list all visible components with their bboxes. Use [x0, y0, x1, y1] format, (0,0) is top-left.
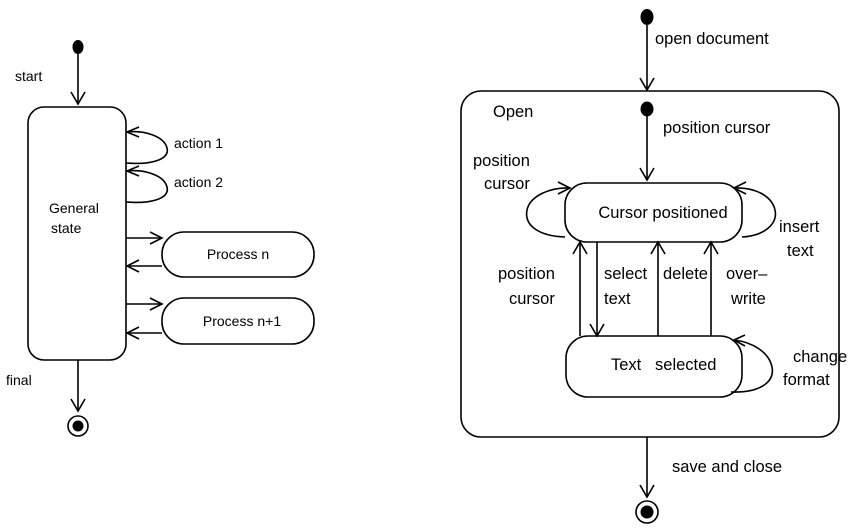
- action2-label: action 2: [174, 174, 223, 190]
- overwrite-label-line1: over–: [726, 265, 768, 283]
- left-diagram: start General state action 1 action 2 Pr…: [6, 40, 315, 437]
- overwrite-label-line2: write: [730, 290, 766, 308]
- from-process-n1-arrow: [125, 326, 162, 340]
- open-document-label: open document: [655, 30, 769, 48]
- general-state-label-line1: General: [49, 200, 99, 216]
- pos-cursor2-label-line2: cursor: [509, 290, 555, 308]
- open-state-label: Open: [493, 103, 533, 121]
- from-process-n-arrow: [125, 259, 162, 273]
- to-process-n-arrow: [126, 231, 164, 245]
- start-label: start: [15, 68, 42, 84]
- left-start-transition: [70, 54, 86, 106]
- select-text-down-transition: [589, 242, 605, 338]
- delete-up-transition: [650, 240, 666, 336]
- change-format-label-line2: format: [783, 371, 830, 389]
- right-final-state: [635, 500, 659, 524]
- cursor-positioned-box: [564, 182, 743, 243]
- process-n-label: Process n: [207, 246, 269, 262]
- cursor-positioned-label: Cursor positioned: [598, 204, 727, 222]
- action2-self-loop: [124, 165, 168, 204]
- insert-text-self-loop: [732, 181, 777, 238]
- general-state-label-line2: state: [51, 220, 82, 236]
- pos-cursor2-label-line1: position: [498, 265, 555, 283]
- action1-self-loop: [124, 126, 168, 165]
- left-final-state: [67, 415, 89, 437]
- text-selected-label: Text selected: [611, 356, 716, 374]
- position-cursor-up-transition: [572, 240, 588, 336]
- position-cursor-initial-transition: [639, 116, 655, 182]
- change-format-label-line1: change: [793, 348, 847, 366]
- open-document-transition: [639, 25, 655, 92]
- insert-text-label-line2: text: [787, 242, 814, 260]
- save-and-close-transition: [639, 437, 655, 499]
- to-process-n1-arrow: [126, 297, 164, 311]
- select-text-label-line2: text: [604, 290, 631, 308]
- change-format-self-loop: [730, 334, 774, 393]
- inner-initial-state: [640, 101, 654, 117]
- insert-text-label-line1: insert: [779, 218, 820, 236]
- open-state-box: [460, 90, 840, 438]
- process-n1-label: Process n+1: [203, 313, 281, 329]
- general-state-box: [27, 106, 127, 361]
- final-label: final: [6, 372, 32, 388]
- self-position-label-line1: position: [473, 152, 530, 170]
- select-text-label-line1: select: [604, 265, 648, 283]
- right-initial-state: [640, 9, 654, 25]
- save-and-close-label: save and close: [672, 458, 782, 476]
- process-n1-box: [161, 297, 315, 345]
- text-selected-box: [565, 335, 743, 398]
- left-final-transition: [70, 360, 86, 413]
- process-n-box: [161, 231, 315, 278]
- left-initial-state: [72, 40, 84, 54]
- position-cursor-self-loop: [525, 181, 572, 238]
- right-diagram: open document Open position cursor Curso…: [460, 9, 847, 524]
- action1-label: action 1: [174, 135, 223, 151]
- self-position-label-line2: cursor: [484, 175, 530, 193]
- position-cursor-top-label: position cursor: [663, 119, 771, 137]
- delete-label: delete: [663, 265, 708, 283]
- overwrite-up-transition: [703, 240, 719, 336]
